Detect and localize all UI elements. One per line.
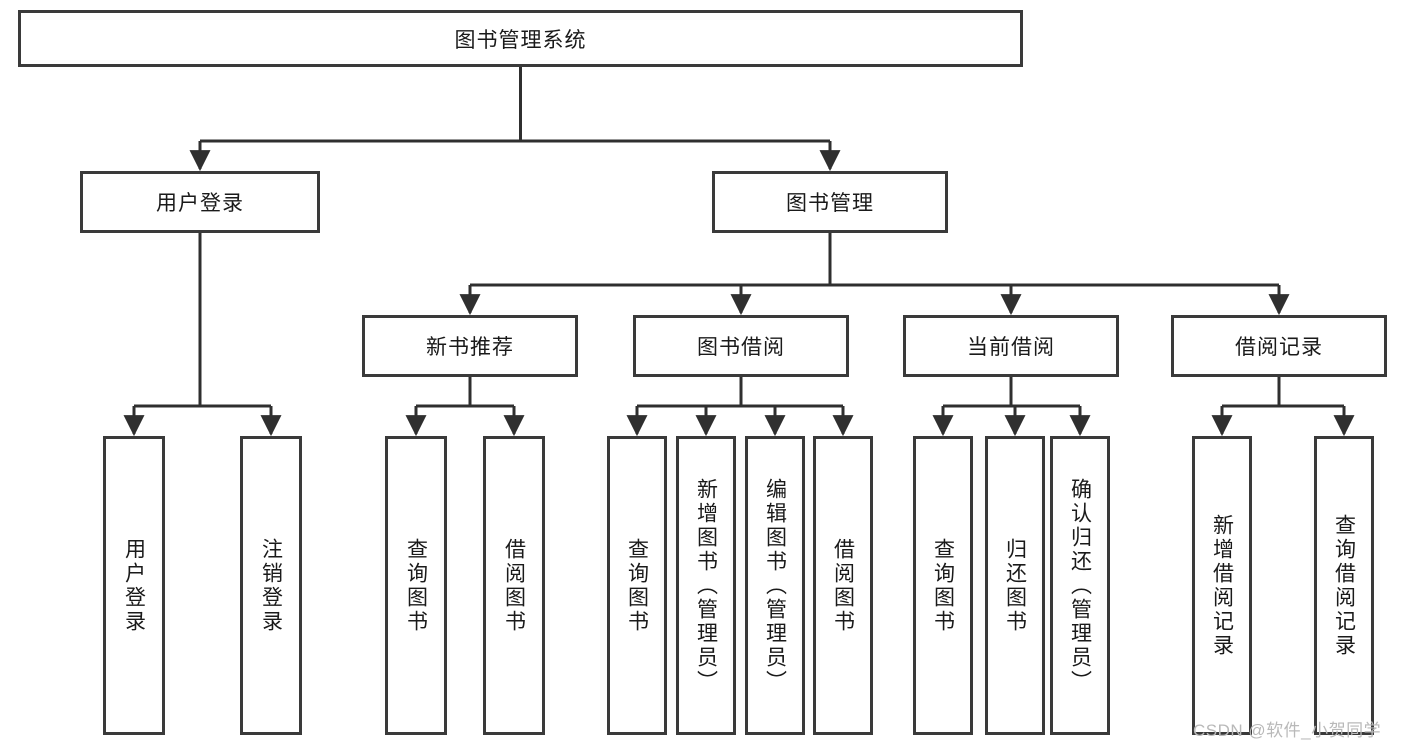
node-label: 新增图书（管理员）	[694, 477, 718, 694]
node-leaf-user-login: 用户登录	[103, 436, 165, 735]
node-label: 新书推荐	[426, 336, 514, 359]
node-root: 图书管理系统	[18, 10, 1023, 67]
node-label: 借阅图书	[502, 537, 526, 634]
node-label: 编辑图书（管理员）	[763, 477, 787, 694]
node-label: 用户登录	[122, 537, 146, 634]
node-leaf-query-record: 查询借阅记录	[1314, 436, 1374, 735]
node-label: 借阅记录	[1235, 336, 1323, 359]
node-book-manage: 图书管理	[712, 171, 948, 233]
node-label: 新增借阅记录	[1210, 513, 1234, 658]
node-current-borrow: 当前借阅	[903, 315, 1119, 377]
node-new-book-rec: 新书推荐	[362, 315, 578, 377]
node-leaf-borrow-book-1: 借阅图书	[483, 436, 545, 735]
node-label: 查询图书	[625, 537, 649, 634]
node-label: 图书管理系统	[454, 28, 587, 52]
node-leaf-return-book: 归还图书	[985, 436, 1045, 735]
node-label: 查询图书	[931, 537, 955, 634]
node-book-borrow: 图书借阅	[633, 315, 849, 377]
node-label: 当前借阅	[967, 336, 1055, 359]
node-label: 归还图书	[1003, 537, 1027, 634]
node-borrow-record: 借阅记录	[1171, 315, 1387, 377]
node-leaf-query-book-3: 查询图书	[913, 436, 973, 735]
node-leaf-add-record: 新增借阅记录	[1192, 436, 1252, 735]
node-label: 查询图书	[404, 537, 428, 634]
node-leaf-edit-book: 编辑图书（管理员）	[745, 436, 805, 735]
node-leaf-query-book-2: 查询图书	[607, 436, 667, 735]
node-label: 图书借阅	[697, 336, 785, 359]
node-label: 确认归还（管理员）	[1068, 477, 1092, 694]
watermark-label: CSDN @软件_小贺同学	[1193, 721, 1382, 740]
node-user-login: 用户登录	[80, 171, 320, 233]
node-label: 用户登录	[156, 192, 244, 215]
node-label: 注销登录	[259, 537, 283, 634]
node-leaf-add-book: 新增图书（管理员）	[676, 436, 736, 735]
node-leaf-query-book-1: 查询图书	[385, 436, 447, 735]
node-label: 图书管理	[786, 192, 874, 215]
node-leaf-confirm-return: 确认归还（管理员）	[1050, 436, 1110, 735]
node-leaf-borrow-book-2: 借阅图书	[813, 436, 873, 735]
node-label: 查询借阅记录	[1332, 513, 1356, 658]
node-leaf-logout: 注销登录	[240, 436, 302, 735]
node-label: 借阅图书	[831, 537, 855, 634]
